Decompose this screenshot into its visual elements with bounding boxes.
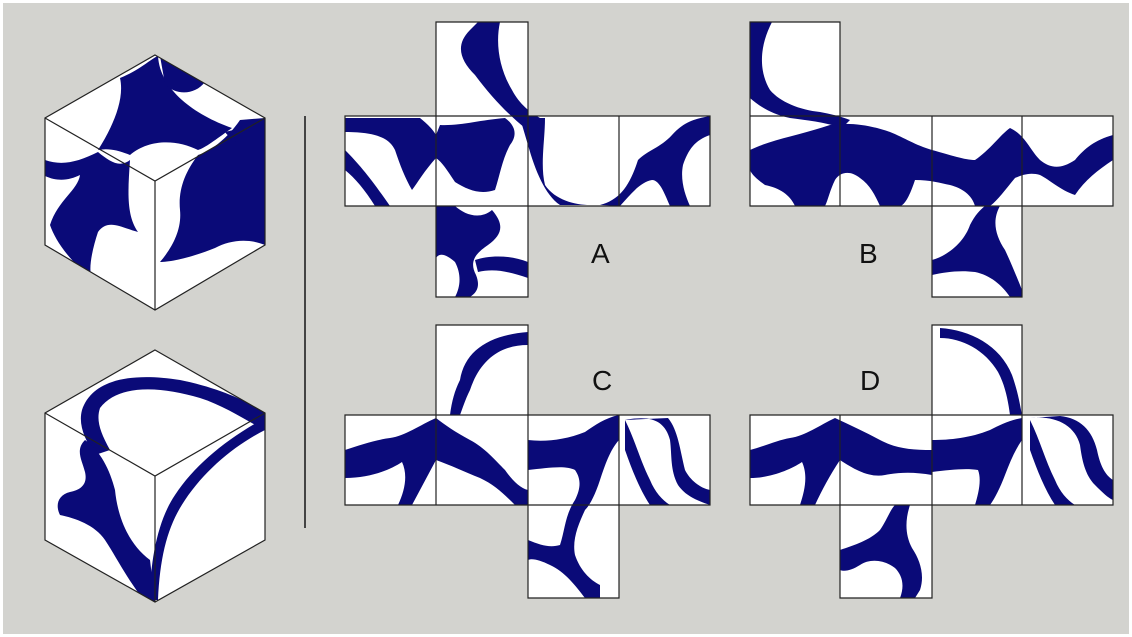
option-c-label: C: [592, 367, 612, 395]
option-a-label: A: [591, 240, 610, 268]
option-d-label: D: [860, 367, 880, 395]
option-b-label: B: [859, 240, 878, 268]
